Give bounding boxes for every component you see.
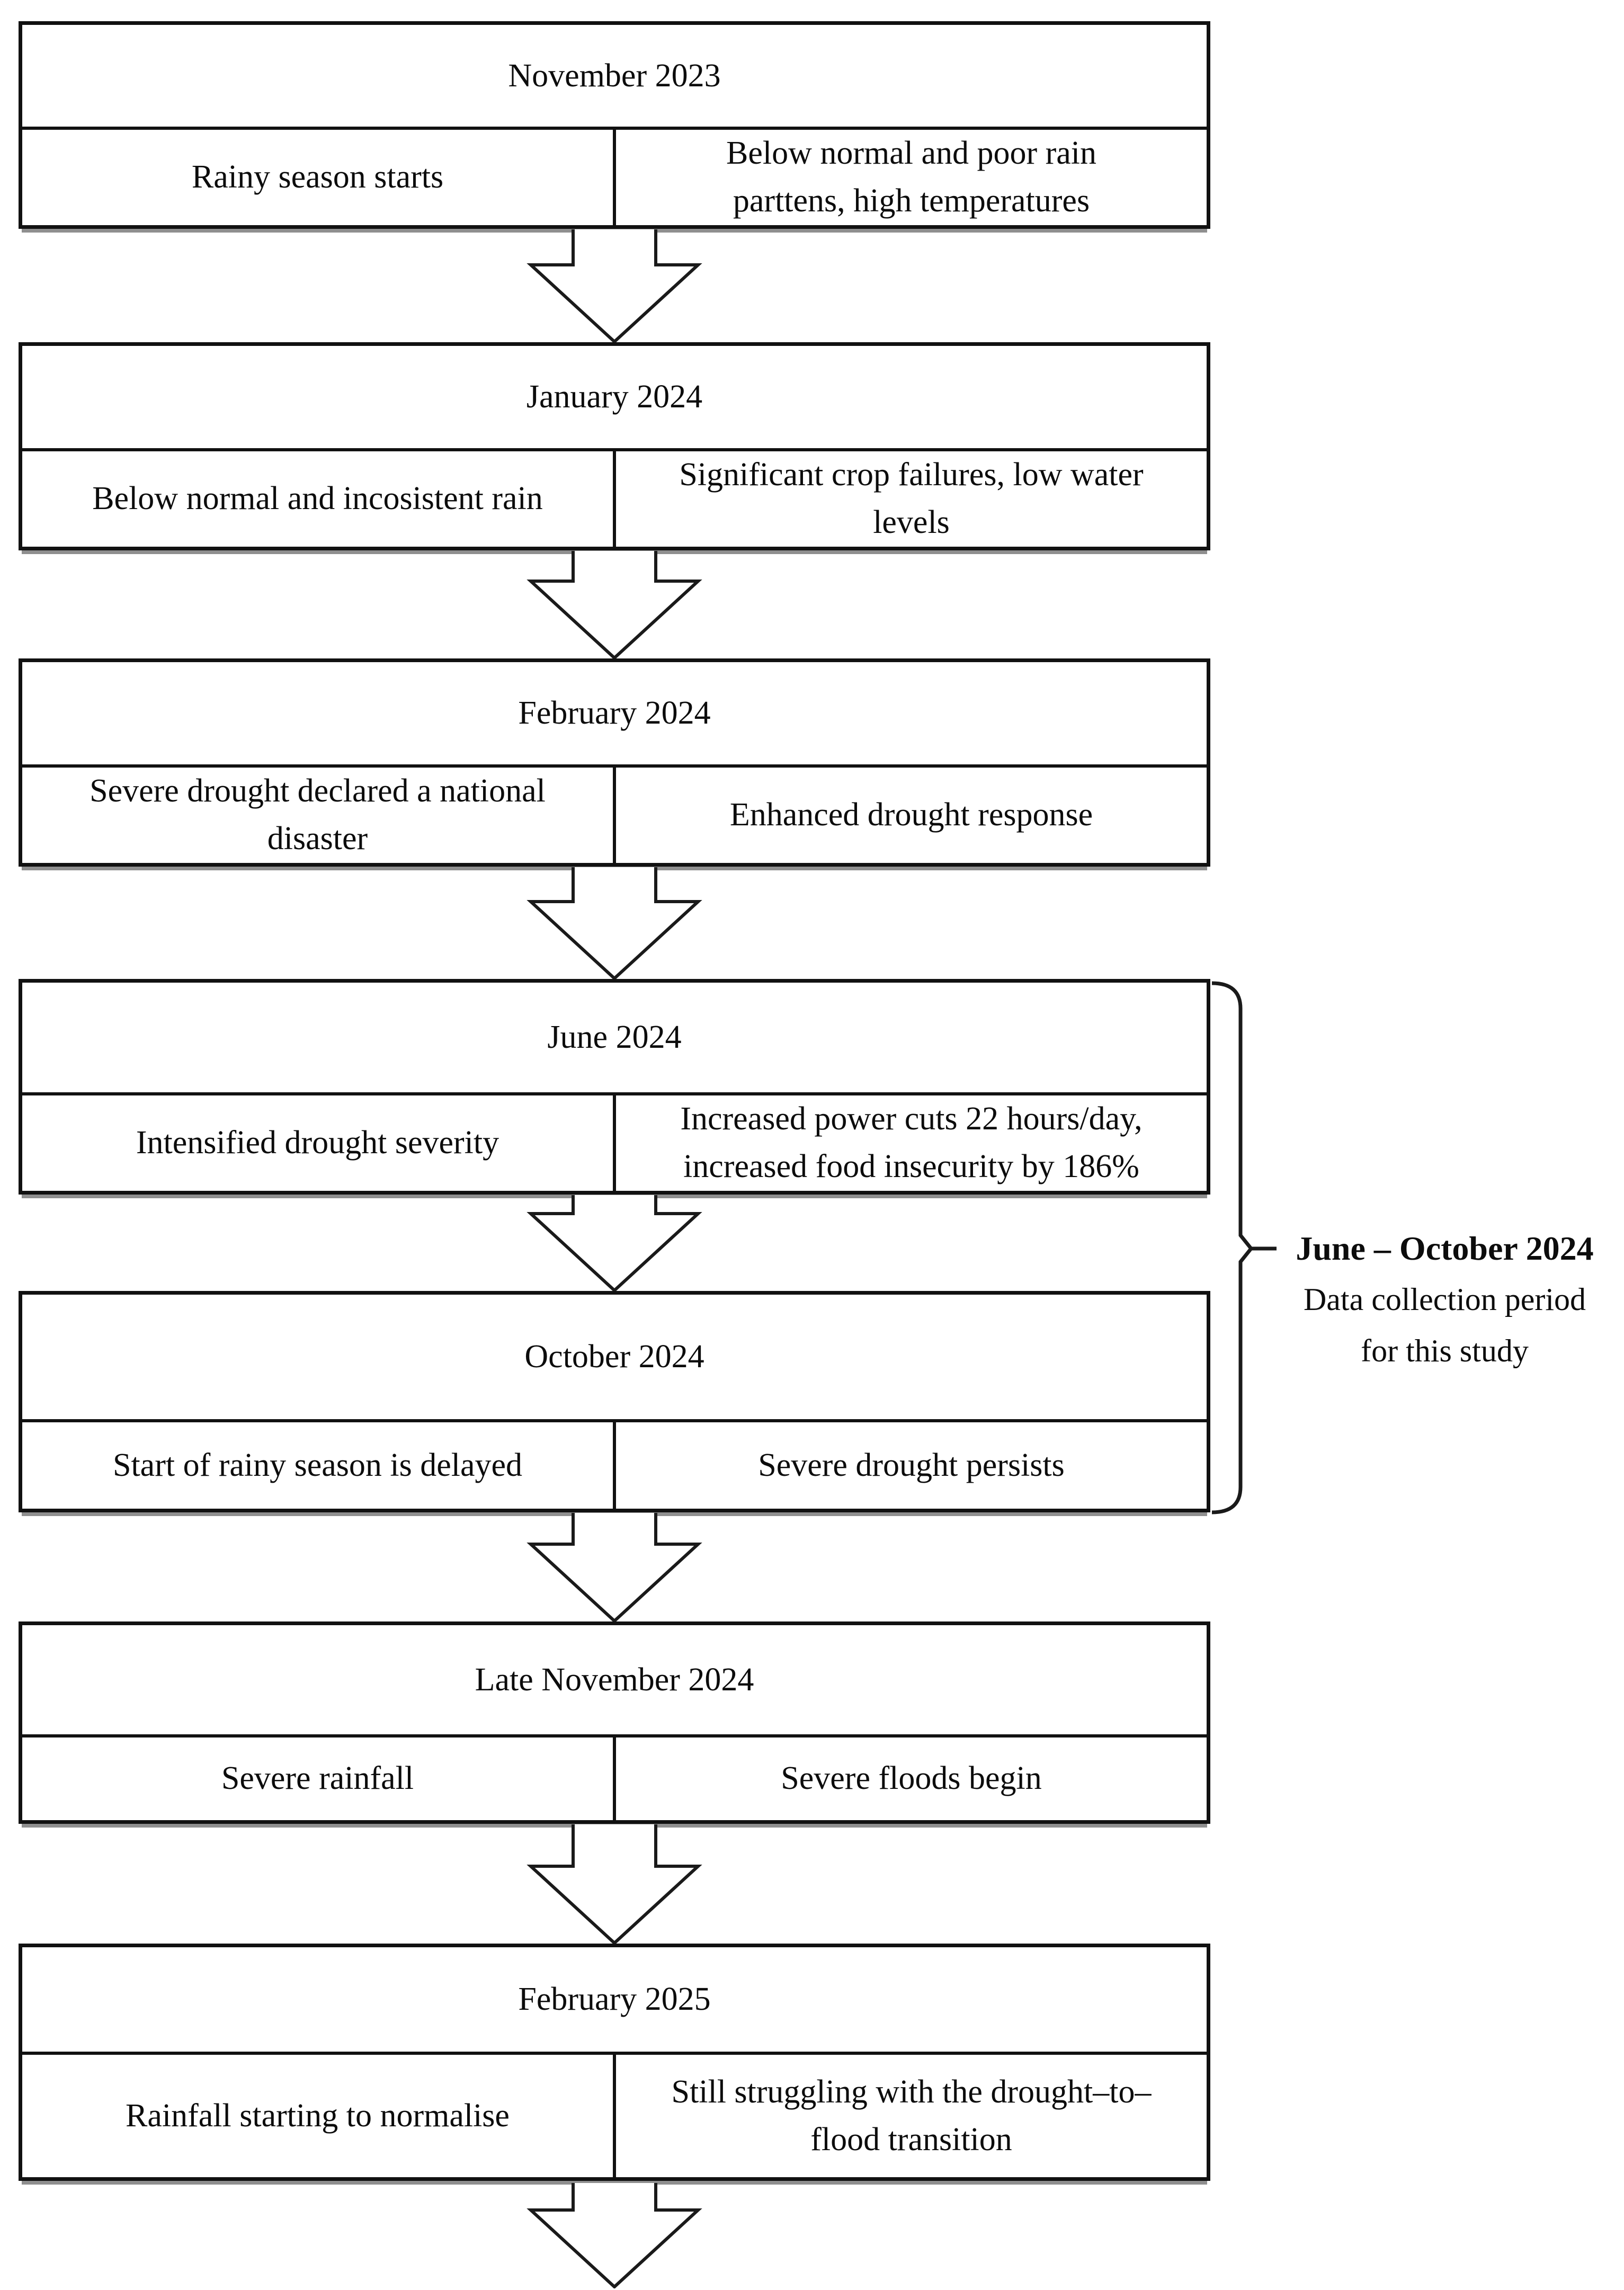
event-detail-left: Rainfall starting to normalise: [22, 2055, 616, 2177]
event-date-row: Late November 2024: [22, 1625, 1207, 1737]
event-detail-left: Below normal and incosistent rain: [22, 451, 616, 547]
data-collection-annotation: June – October 2024 Data collection peri…: [1269, 1223, 1621, 1377]
event-detail-right: Enhanced drought response: [616, 768, 1207, 863]
annotation-line: Data collection period: [1303, 1282, 1586, 1317]
event-detail-text: Below normal and incosistent rain: [92, 480, 543, 517]
event-date-row: February 2024: [22, 662, 1207, 768]
event-detail-text: Still struggling with the drought–to–flo…: [671, 2073, 1152, 2158]
event-detail-text: Severe floods begin: [781, 1760, 1042, 1797]
event-detail-text: Intensified drought severity: [136, 1125, 499, 1161]
event-detail-row: Intensified drought severity Increased p…: [22, 1095, 1207, 1191]
event-detail-left: Rainy season starts: [22, 130, 616, 225]
down-arrow-icon: [527, 1513, 702, 1623]
event-date-row: October 2024: [22, 1295, 1207, 1422]
event-detail-text: Below normal and poor rain parttens, hig…: [726, 135, 1097, 219]
event-detail-left: Severe rainfall: [22, 1737, 616, 1820]
event-detail-row: Severe rainfall Severe floods begin: [22, 1737, 1207, 1820]
event-detail-text: Severe rainfall: [221, 1760, 414, 1797]
event-box-february-2025: February 2025 Rainfall starting to norma…: [19, 1944, 1210, 2181]
event-detail-text: Rainfall starting to normalise: [126, 2097, 510, 2134]
event-date: February 2025: [518, 1981, 711, 2017]
down-arrow-icon: [527, 1195, 702, 1292]
event-box-late-november-2024: Late November 2024 Severe rainfall Sever…: [19, 1621, 1210, 1824]
event-detail-row: Severe drought declared a national disas…: [22, 768, 1207, 863]
annotation-heading: June – October 2024: [1296, 1229, 1594, 1267]
down-arrow-icon: [527, 551, 702, 660]
event-detail-left: Start of rainy season is delayed: [22, 1422, 616, 1509]
event-detail-text: Significant crop failures, low water lev…: [679, 457, 1144, 541]
event-box-june-2024: June 2024 Intensified drought severity I…: [19, 979, 1210, 1195]
event-detail-right: Still struggling with the drought–to–flo…: [616, 2055, 1207, 2177]
down-arrow-icon: [527, 1824, 702, 1945]
date-range-bracket: [1211, 981, 1277, 1514]
event-date-row: June 2024: [22, 983, 1207, 1096]
event-detail-text: Severe drought persists: [758, 1447, 1065, 1483]
event-date: June 2024: [547, 1019, 682, 1056]
event-detail-right: Increased power cuts 22 hours/day, incre…: [616, 1095, 1207, 1191]
event-box-february-2024: February 2024 Severe drought declared a …: [19, 658, 1210, 867]
event-detail-left: Intensified drought severity: [22, 1095, 616, 1191]
event-box-january-2024: January 2024 Below normal and incosisten…: [19, 342, 1210, 550]
event-date-row: November 2023: [22, 25, 1207, 130]
event-detail-text: Start of rainy season is delayed: [112, 1447, 523, 1483]
event-date: February 2024: [518, 695, 711, 732]
event-box-november-2023: November 2023 Rainy season starts Below …: [19, 21, 1210, 229]
event-detail-row: Start of rainy season is delayed Severe …: [22, 1422, 1207, 1509]
event-detail-right: Significant crop failures, low water lev…: [616, 451, 1207, 547]
event-box-october-2024: October 2024 Start of rainy season is de…: [19, 1291, 1210, 1512]
event-detail-text: Increased power cuts 22 hours/day, incre…: [680, 1101, 1143, 1185]
down-arrow-icon: [527, 229, 702, 343]
event-detail-text: Enhanced drought response: [729, 797, 1093, 833]
event-date: January 2024: [526, 379, 703, 415]
event-detail-right: Below normal and poor rain parttens, hig…: [616, 130, 1207, 225]
down-arrow-icon: [527, 867, 702, 980]
annotation-line: for this study: [1361, 1333, 1529, 1368]
event-detail-row: Rainy season starts Below normal and poo…: [22, 130, 1207, 225]
event-date: Late November 2024: [475, 1661, 754, 1698]
event-detail-right: Severe floods begin: [616, 1737, 1207, 1820]
event-date: November 2023: [508, 57, 721, 94]
down-arrow-icon: [527, 2183, 702, 2288]
event-detail-left: Severe drought declared a national disas…: [22, 768, 616, 863]
event-detail-text: Rainy season starts: [191, 159, 444, 195]
event-date-row: January 2024: [22, 346, 1207, 452]
event-detail-row: Rainfall starting to normalise Still str…: [22, 2055, 1207, 2177]
event-detail-right: Severe drought persists: [616, 1422, 1207, 1509]
event-detail-text: Severe drought declared a national disas…: [90, 773, 546, 857]
event-date: October 2024: [524, 1339, 704, 1375]
event-detail-row: Below normal and incosistent rain Signif…: [22, 451, 1207, 547]
event-date-row: February 2025: [22, 1947, 1207, 2055]
